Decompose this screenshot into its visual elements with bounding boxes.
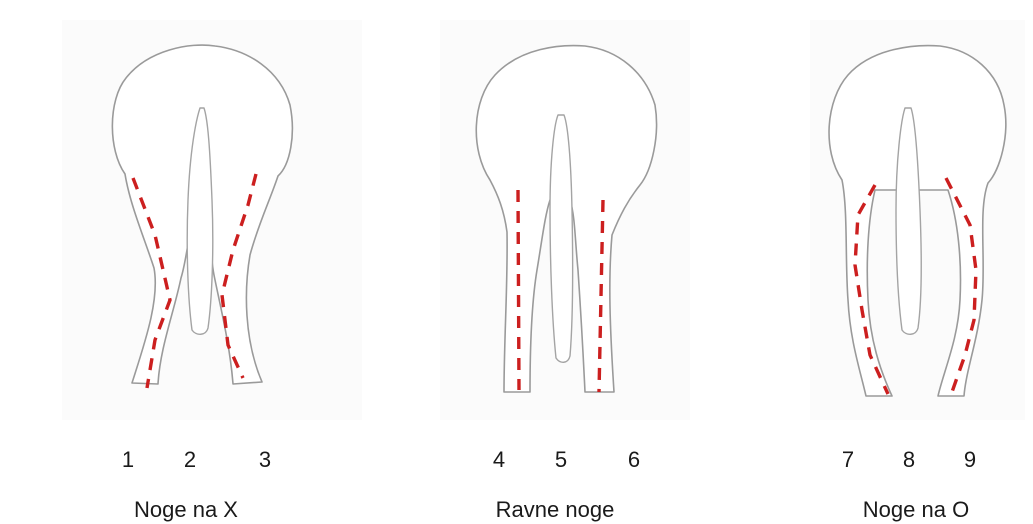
panel-1-number-2: 2 [184, 449, 196, 471]
panel-2-number-5: 5 [555, 449, 567, 471]
panel-1-number-3: 3 [259, 449, 271, 471]
panel-3-caption: Noge na O [863, 499, 969, 521]
panel-1-number-1: 1 [122, 449, 134, 471]
panel-2-caption: Ravne noge [496, 499, 615, 521]
panel-3-number-7: 7 [842, 449, 854, 471]
panel-2-tail [550, 115, 573, 362]
panel-1-caption: Noge na X [134, 499, 238, 521]
panel-3-number-9: 9 [964, 449, 976, 471]
panel-2-number-4: 4 [493, 449, 505, 471]
panel-3-number-8: 8 [903, 449, 915, 471]
panel-2-number-6: 6 [628, 449, 640, 471]
